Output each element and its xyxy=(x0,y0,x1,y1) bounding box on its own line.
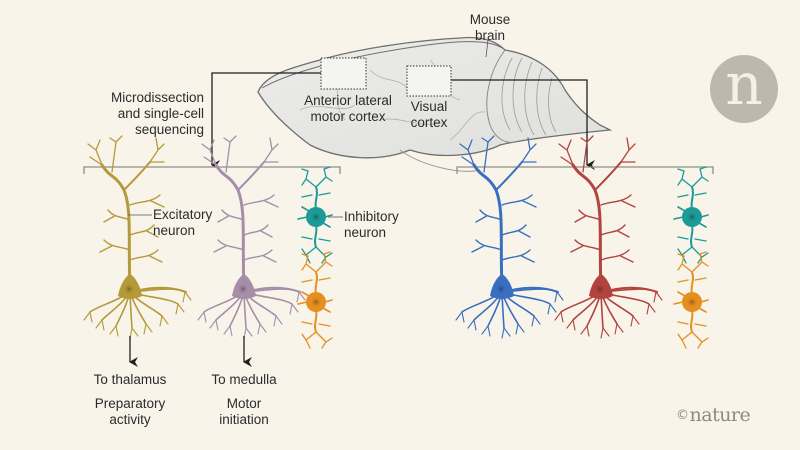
arrow-to-right-group xyxy=(451,79,595,170)
excitatory-neuron-red-visual xyxy=(554,135,663,339)
inhibitory-neuron-teal-right xyxy=(673,166,709,264)
nucleus xyxy=(311,297,321,307)
visual-cortex-region-box xyxy=(406,65,452,97)
excitatory-neuron-medulla xyxy=(197,135,306,339)
mouse-brain-leader xyxy=(485,39,489,58)
inhibitory-neuron-teal-left xyxy=(297,166,333,264)
inhibitory-neuron-orange-left xyxy=(297,251,333,349)
left-group-bracket xyxy=(83,166,341,174)
output-target-medulla: To medulla xyxy=(211,372,277,387)
excitatory-neuron-thalamus xyxy=(83,135,192,339)
nature-wordmark: nature xyxy=(689,404,751,426)
nucleus xyxy=(687,297,697,307)
arrow-to-left-group xyxy=(211,72,321,170)
method-label: Microdissection and single-cell sequenci… xyxy=(110,90,204,137)
nucleus xyxy=(496,284,506,294)
nucleus xyxy=(595,284,605,294)
copyright-symbol: © xyxy=(676,408,689,423)
excitatory-neuron-blue-visual xyxy=(455,135,564,339)
nucleus xyxy=(311,212,321,222)
inhibitory-neuron-label: Inhibitory neuron xyxy=(344,209,399,240)
output-function-motor: Motor initiation xyxy=(219,396,269,427)
alm-label: Anterior lateral motor cortex xyxy=(304,93,392,124)
nucleus xyxy=(687,212,697,222)
right-group-bracket xyxy=(456,166,714,174)
nucleus xyxy=(124,284,134,294)
excitatory-neuron-label: Excitatory neuron xyxy=(153,207,213,238)
nucleus xyxy=(238,284,248,294)
visual-cortex-label: Visual cortex xyxy=(410,99,448,130)
nature-logo: n xyxy=(710,55,778,123)
output-function-preparatory: Preparatory activity xyxy=(94,396,166,427)
alm-region-box xyxy=(320,57,367,90)
inhibitory-neuron-orange-right xyxy=(673,251,709,349)
output-target-thalamus: To thalamus xyxy=(93,372,167,387)
nature-copyright: ©nature xyxy=(676,404,751,426)
mouse-brain-label: Mouse brain xyxy=(469,12,511,43)
